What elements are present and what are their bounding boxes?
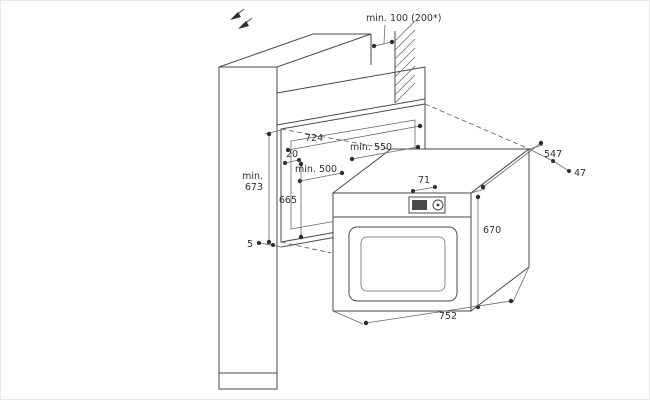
oven-door [348, 226, 458, 302]
cabinet-outline [218, 33, 426, 390]
oven [331, 147, 531, 313]
label-oven-depth: 547 [544, 149, 562, 160]
label-niche-outer-height-2: 673 [245, 182, 263, 193]
label-niche-inner-height: 665 [279, 195, 297, 206]
label-side-gap: 20 [286, 149, 298, 160]
label-niche-inner-width: min. 550 [350, 142, 392, 153]
label-wall-clearance: min. 100 (200*) [366, 13, 441, 24]
mounting-direction-arrows-icon [230, 8, 253, 29]
dim-side-gap [283, 158, 301, 165]
dim-niche-inner-height [298, 161, 304, 240]
dim-panel-height [411, 185, 437, 193]
label-niche-outer-height-1: min. [242, 171, 263, 182]
oven-front-face [332, 192, 472, 312]
dim-wall-clearance [371, 24, 395, 49]
wall-section-hatch [394, 20, 416, 104]
dim-niche-inner-width [349, 144, 421, 162]
control-knob-display [408, 196, 446, 214]
label-oven-height: 670 [483, 225, 501, 236]
oven-door-window [360, 236, 446, 292]
dim-niche-outer-width [285, 123, 423, 153]
label-bottom-gap: 5 [247, 239, 253, 250]
dim-bottom-gap [257, 241, 275, 247]
dim-oven-width [332, 266, 530, 326]
label-inner-depth: min. 500 [295, 164, 337, 175]
label-niche-outer-width: 724 [305, 133, 323, 144]
dim-door-proud [528, 148, 571, 173]
label-door-proud: 47 [574, 168, 586, 179]
label-oven-width: 752 [439, 311, 457, 322]
label-panel-height: 71 [418, 175, 430, 186]
